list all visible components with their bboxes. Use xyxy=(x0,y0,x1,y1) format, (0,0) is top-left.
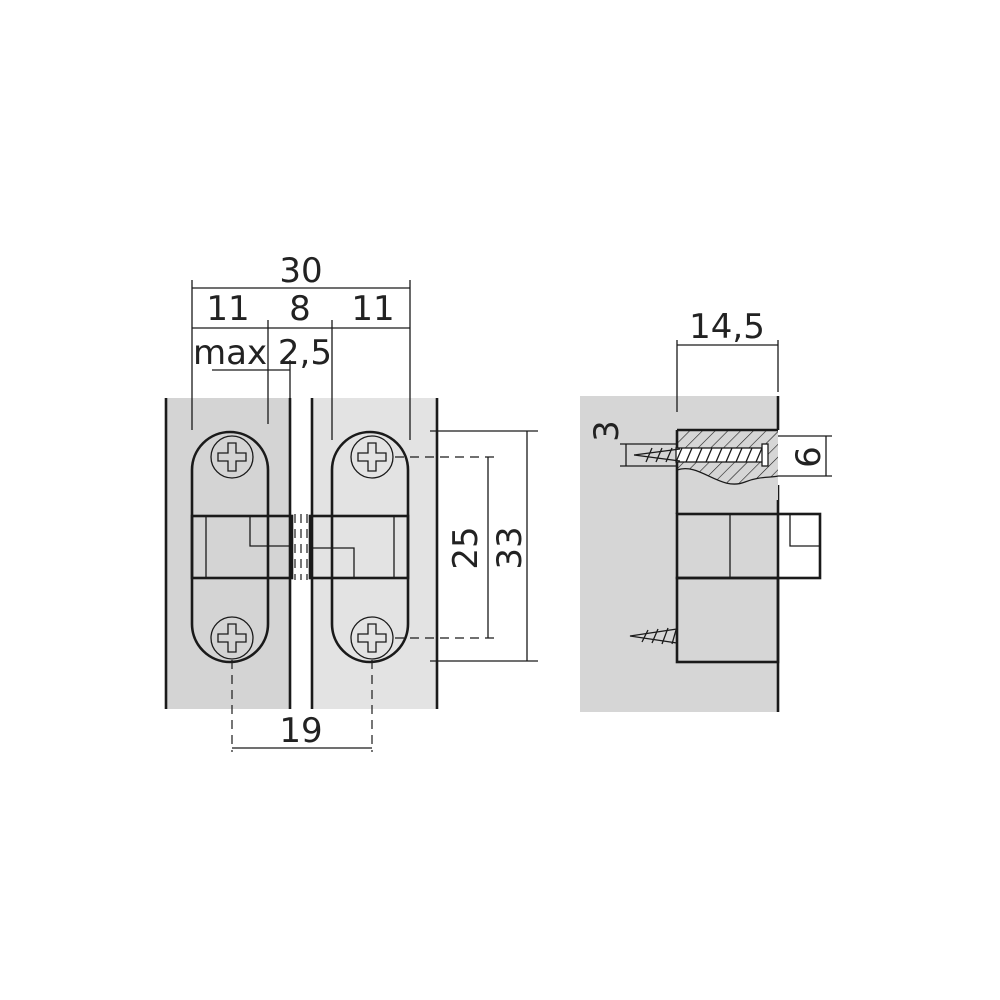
right-hinge-leaf xyxy=(308,430,410,664)
screw-icon xyxy=(210,435,254,479)
dim-screw-offset: 3 xyxy=(587,420,627,442)
dim-overall-width: 30 xyxy=(279,251,322,291)
dim-screw-spacing-v: 25 xyxy=(446,526,486,569)
dim-max-gap: max 2,5 xyxy=(193,333,332,373)
wood-screw-icon xyxy=(633,443,769,467)
screw-icon xyxy=(350,435,394,479)
side-view: 14,5 3 6 xyxy=(580,307,832,712)
dim-overall-height: 33 xyxy=(490,526,530,569)
left-hinge-leaf xyxy=(190,430,294,664)
dim-depth: 14,5 xyxy=(689,307,765,347)
front-view: 30 11 8 11 max 2,5 19 25 33 xyxy=(164,251,538,752)
hinge-leaf-side xyxy=(675,576,780,664)
screw-icon xyxy=(210,616,254,660)
dim-screw-spacing-h: 19 xyxy=(279,711,322,751)
dim-left-leaf: 11 xyxy=(206,289,249,329)
screw-icon xyxy=(350,616,394,660)
dim-mortise-height: 6 xyxy=(789,446,829,468)
dim-center: 8 xyxy=(289,289,311,329)
dim-right-leaf: 11 xyxy=(351,289,394,329)
wood-screw-icon xyxy=(629,627,678,645)
